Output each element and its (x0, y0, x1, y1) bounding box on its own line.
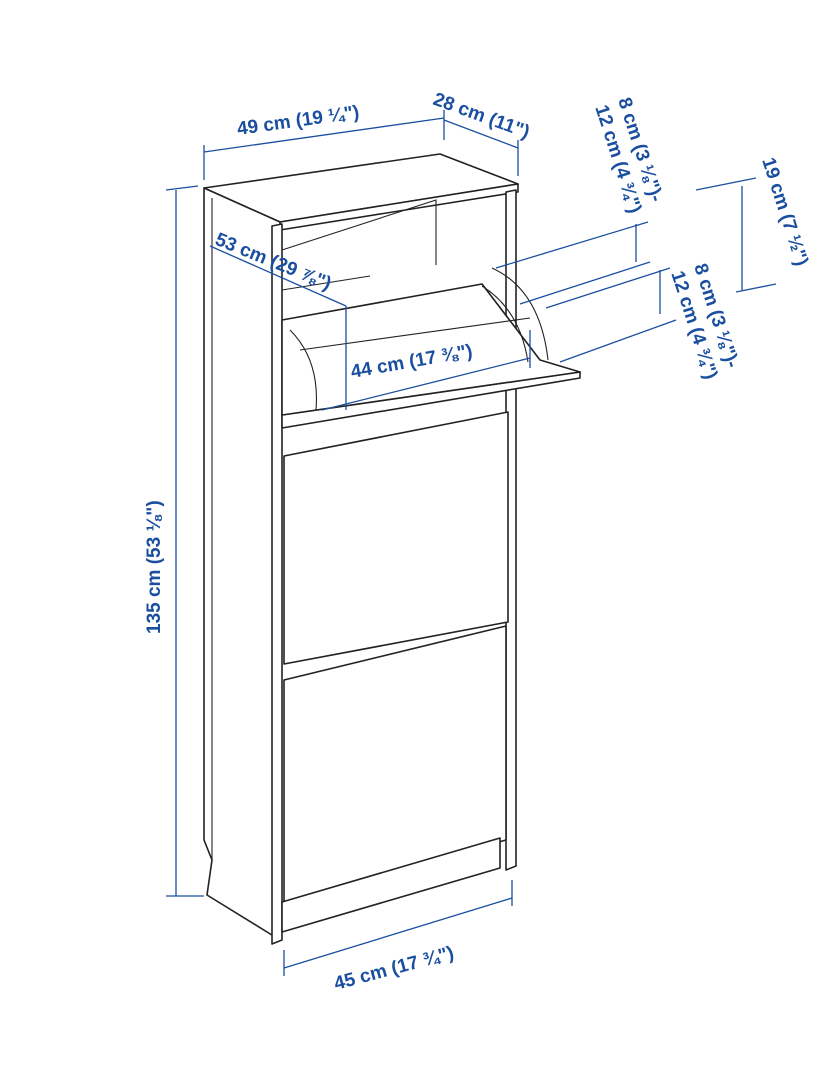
compartment-2-label-group: 8 cm (3 ⅛")- 12 cm (4 ¾") (666, 261, 742, 382)
top-depth-label: 28 cm (11") (430, 89, 532, 143)
interior-shelf-line (281, 275, 371, 291)
drawer-hinge-right-inner (481, 285, 529, 363)
height-tick-top (165, 185, 199, 191)
cabinet-plinth (281, 837, 501, 933)
dimension-lines (165, 110, 777, 976)
inner-width-line (321, 357, 531, 411)
compartment-2-ext-top (545, 267, 671, 309)
compartment-1-ext-bottom (519, 261, 651, 305)
base-width-label: 45 cm (17 ¾") (332, 943, 456, 995)
compartment-2-ext-bottom (559, 319, 677, 363)
top-width-label: 49 cm (19 ¼") (236, 102, 361, 140)
door-height-label: 19 cm (7 ½") (757, 155, 812, 268)
interior-back-edge (281, 199, 437, 265)
height-label: 135 cm (53 ⅛") (144, 500, 165, 634)
drawer-inner-bar (299, 317, 531, 351)
cabinet-drawing (203, 153, 581, 945)
closed-drawer-front-1 (283, 411, 509, 665)
base-width-line (283, 897, 513, 969)
compartment-1-label-group: 8 cm (3 ⅛")- 12 cm (4 ¾") (590, 95, 666, 216)
door-diagonal-line (209, 245, 347, 307)
top-width-line (203, 117, 445, 153)
top-depth-line (443, 119, 519, 149)
cabinet-front-left-stile (271, 223, 283, 945)
door-height-ext-bottom (735, 283, 777, 293)
door-height-ext-top (695, 177, 757, 191)
cabinet-left-side (203, 187, 281, 941)
drawer-hinge-right (491, 267, 549, 361)
closed-drawer-front-2 (283, 625, 507, 903)
compartment-1-ext-top (495, 221, 649, 269)
drawer-hinge-left (289, 329, 318, 411)
open-drawer-body (281, 283, 581, 416)
